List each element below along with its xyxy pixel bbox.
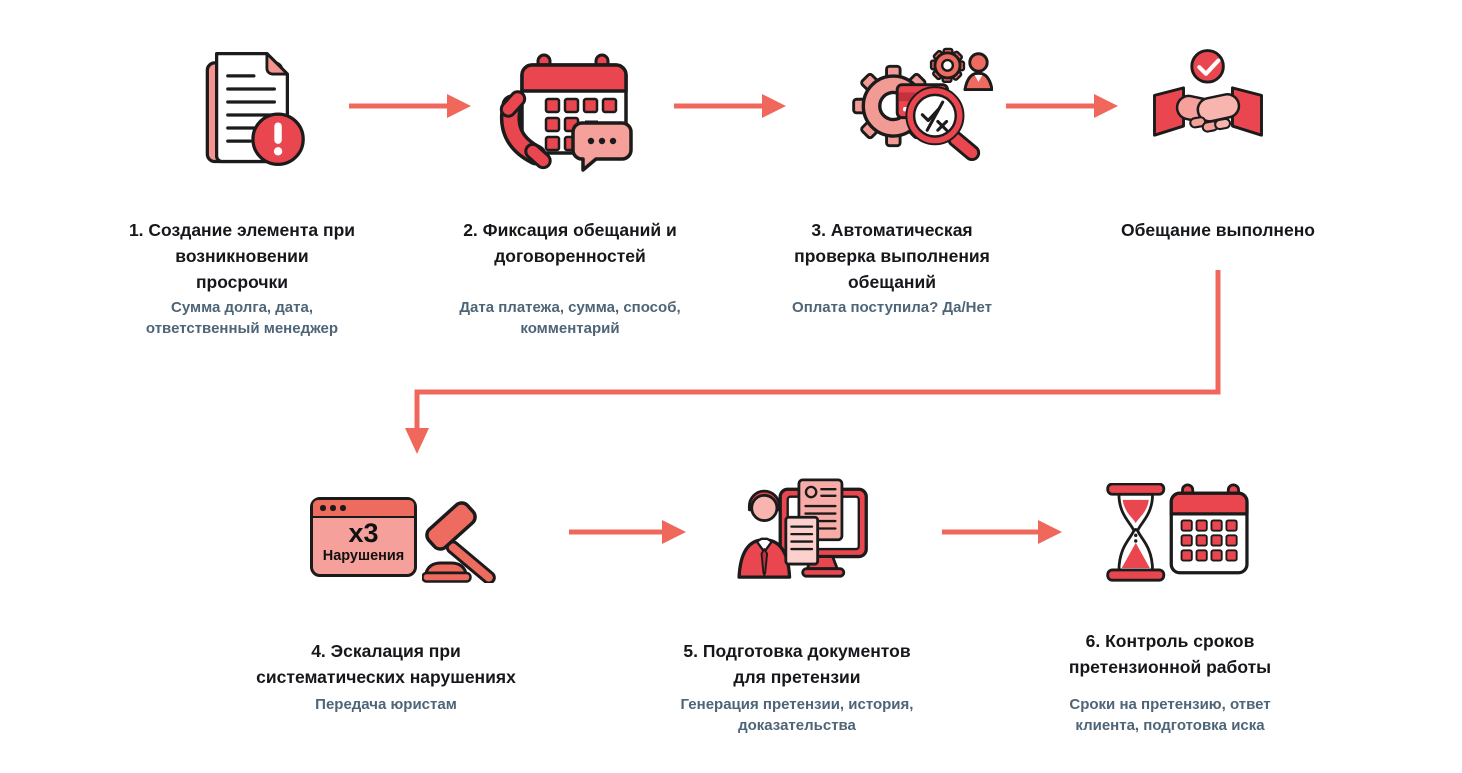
flow-arrow-icon (674, 94, 786, 118)
flow-connector-arrow-icon (405, 270, 1221, 454)
step-1-subtitle: Сумма долга, дата, ответственный менедже… (145, 299, 339, 337)
step-1-title: 1. Создание элемента при возникновении п… (128, 220, 356, 292)
step-2-subtitle: Дата платежа, сумма, способ, комментарий (459, 299, 681, 337)
hourglass-calendar-icon (1106, 483, 1249, 582)
step-6-subtitle: Сроки на претензию, ответ клиента, подго… (1069, 696, 1271, 734)
step-4-subtitle: Передача юристам (315, 696, 457, 713)
step-3-subtitle: Оплата поступила? Да/Нет (792, 299, 992, 316)
step-2-title: 2. Фиксация обещаний и договоренностей (463, 220, 677, 266)
browser-body: x3 Нарушения (313, 518, 414, 565)
step-5-subtitle: Генерация претензии, история, доказатель… (680, 696, 914, 734)
flow-arrow-icon (942, 520, 1062, 544)
gears-magnifier-person-icon (852, 47, 993, 162)
step-3-title: 3. Автоматическая проверка выполнения об… (794, 220, 990, 292)
document-alert-icon (205, 51, 305, 166)
promise-fulfilled-title: Обещание выполнено (1121, 220, 1315, 240)
flow-arrow-icon (1006, 94, 1118, 118)
flow-arrow-icon (569, 520, 686, 544)
gavel-icon (422, 501, 496, 583)
lawyer-documents-monitor-icon (737, 478, 868, 579)
window-dot-icon (320, 505, 326, 511)
step-5-title: 5. Подготовка документов для претензии (683, 641, 911, 687)
violations-count-label: x3 (348, 518, 379, 548)
browser-header (313, 500, 414, 518)
step-6-title: 6. Контроль сроков претензионной работы (1068, 631, 1272, 677)
handshake-check-icon (1153, 49, 1263, 137)
calendar-phone-chat-icon (499, 53, 633, 172)
window-dot-icon (330, 505, 336, 511)
flow-arrow-icon (349, 94, 471, 118)
violations-label: Нарушения (322, 548, 405, 564)
step-4-title: 4. Эскалация при систематических нарушен… (256, 641, 516, 687)
window-dot-icon (340, 505, 346, 511)
browser-violations-icon: x3 Нарушения (310, 497, 417, 577)
